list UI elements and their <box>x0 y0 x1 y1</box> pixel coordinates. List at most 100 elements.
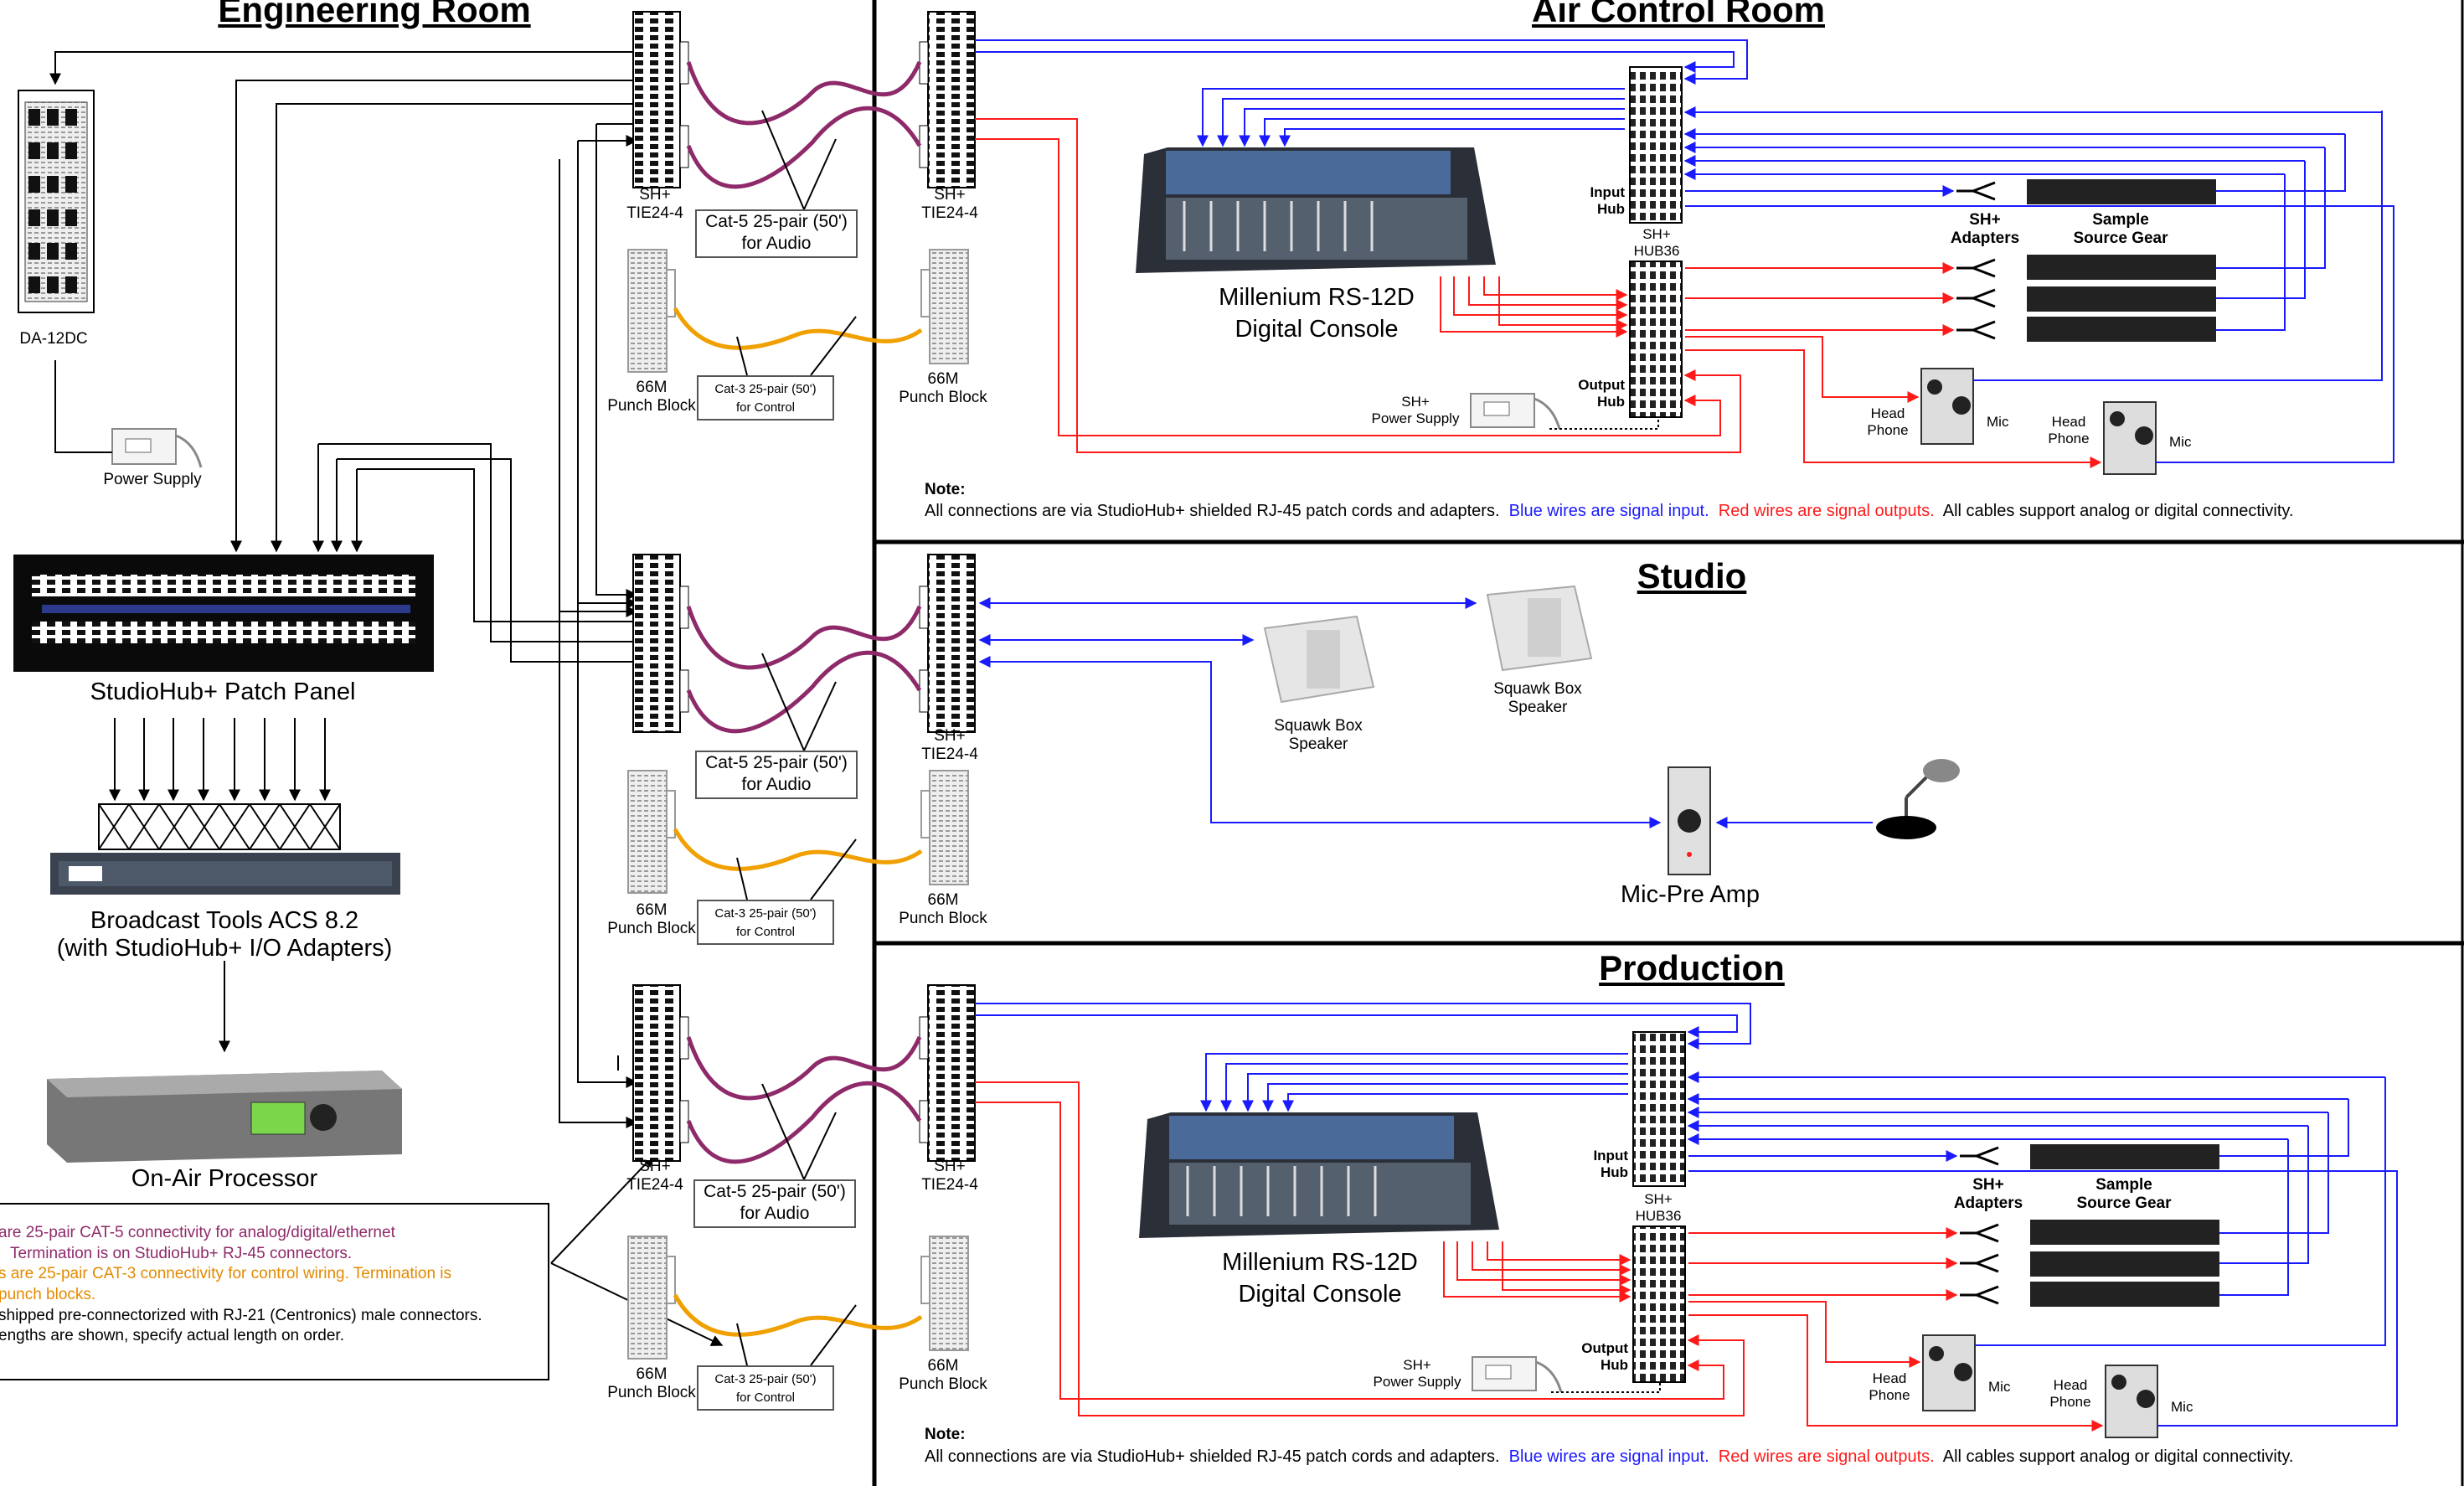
production-title: Production <box>1599 948 1785 988</box>
cat3-callout-2: Cat-3 25-pair (50')for Control <box>697 900 834 945</box>
acs-label-line2: (with StudioHub+ I/O Adapters) <box>56 935 393 962</box>
onair-processor-label: On-Air Processor <box>131 1165 318 1192</box>
air-source-gear <box>2027 179 2216 342</box>
patch-panel-down-arrows <box>109 718 331 802</box>
patch-panel-device <box>13 555 434 672</box>
legend-line-3: s are 25-pair CAT-3 connectivity for con… <box>0 1265 452 1283</box>
air-console-device <box>1136 147 1496 273</box>
broadcast-tools-acs-device <box>50 853 400 895</box>
engineering-room-title: Engineering Room <box>218 0 531 29</box>
cat5-callout-2: Cat-5 25-pair (50')for Audio <box>695 751 858 799</box>
cat3-cables <box>673 307 923 1337</box>
air-output-hub <box>1629 261 1683 418</box>
cat3-callout-1: Cat-3 25-pair (50')for Control <box>697 375 834 421</box>
studio-title: Studio <box>1637 556 1747 596</box>
squawk-box-2-device <box>1486 585 1593 672</box>
tie-label-eng-1: SH+TIE24-4 <box>626 186 683 222</box>
air-sh-hub36-label: SH+HUB36 <box>1633 226 1680 259</box>
air-output-wiring <box>975 118 2102 468</box>
prod-sh-adapters-label: SH+Adapters <box>1953 1176 2023 1212</box>
legend-line-6: engths are shown, specify actual length … <box>0 1327 344 1345</box>
air-input-wiring <box>975 39 2394 463</box>
prod-console-device <box>1139 1112 1499 1238</box>
prod-input-hub <box>1632 1031 1686 1187</box>
engineering-power-supply-label: Power Supply <box>103 471 202 488</box>
acs-adapters <box>98 803 341 850</box>
punch-blocks <box>627 249 969 1360</box>
air-sh-adapters-label: SH+Adapters <box>1950 211 2020 247</box>
acs-label-line1: Broadcast Tools ACS 8.2 <box>90 907 359 934</box>
prod-power-supply <box>1472 1356 1661 1393</box>
mic-pre-amp-device <box>1668 766 1711 875</box>
cat5-callout-3: Cat-5 25-pair (50')for Audio <box>693 1179 856 1228</box>
callout-leaders <box>736 110 857 1366</box>
tie-label-air-1: SH+TIE24-4 <box>921 186 978 222</box>
engineering-wiring <box>49 51 724 1346</box>
prod-output-wiring <box>975 1081 2104 1432</box>
prod-mic-1-label: Mic <box>1988 1379 2011 1395</box>
legend-box: are 25-pair CAT-5 connectivity for analo… <box>0 1203 549 1380</box>
squawk-box-1-device <box>1263 615 1375 704</box>
legend-line-5: shipped pre-connectorized with RJ-21 (Ce… <box>0 1306 482 1324</box>
da12dc-label: DA-12DC <box>19 330 88 348</box>
cat5-cables <box>686 60 922 1164</box>
air-headphone-mic-plates <box>1920 368 2157 475</box>
prod-adapters <box>1960 1146 1999 1305</box>
air-adapters <box>1956 181 1996 340</box>
air-power-supply <box>1470 393 1659 430</box>
prod-note-text: All connections are via StudioHub+ shiel… <box>925 1447 2294 1466</box>
legend-line-1: are 25-pair CAT-5 connectivity for analo… <box>0 1224 395 1241</box>
prod-power-supply-label: SH+Power Supply <box>1373 1357 1461 1390</box>
prod-headphone-mic-plates <box>1922 1334 2158 1438</box>
prod-output-hub <box>1632 1225 1686 1383</box>
tie-blocks-remote <box>919 11 976 1162</box>
tie-label-prod: SH+TIE24-4 <box>921 1158 978 1194</box>
studio-wiring <box>978 597 1873 828</box>
tie-label-eng-3: SH+TIE24-4 <box>626 1158 683 1194</box>
engineering-power-supply <box>111 428 203 468</box>
tie-blocks-engineering <box>632 11 689 1162</box>
legend-line-2: Termination is on StudioHub+ RJ-45 conne… <box>10 1244 353 1262</box>
prod-input-wiring <box>975 1003 2398 1427</box>
mic-pre-amp-label: Mic-Pre Amp <box>1621 881 1760 908</box>
onair-processor-device <box>47 1071 402 1163</box>
prod-mic-2-label: Mic <box>2171 1399 2193 1415</box>
air-mic-2-label: Mic <box>2169 434 2192 450</box>
prod-source-gear <box>2030 1144 2219 1307</box>
da12dc-to-power-wire <box>54 360 112 453</box>
da12dc-unit <box>18 90 95 313</box>
tie-label-studio: SH+TIE24-4 <box>921 727 978 763</box>
legend-line-4: punch blocks. <box>0 1286 96 1304</box>
air-input-hub <box>1629 66 1683 224</box>
air-note-text: All connections are via StudioHub+ shiel… <box>925 502 2294 520</box>
cat5-callout-1: Cat-5 25-pair (50')for Audio <box>695 209 858 258</box>
patch-panel-label: StudioHub+ Patch Panel <box>90 679 356 705</box>
studio-microphone <box>1876 759 1960 839</box>
prod-note-title: Note: <box>925 1426 966 1443</box>
air-note-title: Note: <box>925 481 966 498</box>
air-mic-1-label: Mic <box>1987 414 2009 430</box>
air-control-room-title: Air Control Room <box>1532 0 1825 29</box>
prod-sh-hub36-label: SH+HUB36 <box>1635 1191 1682 1224</box>
